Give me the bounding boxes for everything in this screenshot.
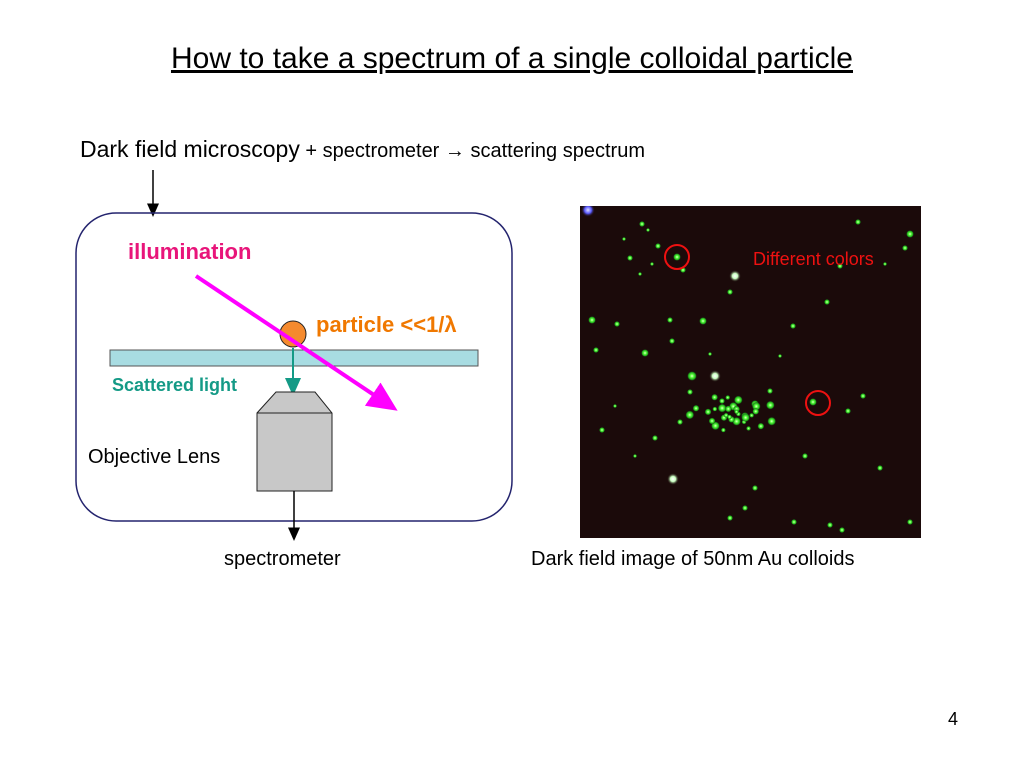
colloid-spot (708, 417, 716, 425)
colloid-spot (639, 221, 645, 227)
colloid-spot (742, 505, 748, 511)
image-caption: Dark field image of 50nm Au colloids (531, 548, 855, 570)
dark-field-image-canvas (581, 206, 914, 533)
colloid-spot (802, 453, 808, 459)
colloid-spot (778, 354, 782, 358)
colloid-spot (588, 316, 596, 324)
colloid-spot (727, 515, 733, 521)
colloid-spot (790, 323, 796, 329)
illumination-label: illumination (128, 239, 252, 264)
colloid-spot (725, 394, 731, 400)
scattered-light-label: Scattered light (112, 375, 238, 395)
colloid-spot (827, 522, 833, 528)
colloid-spot (711, 393, 719, 401)
colloid-spot (627, 255, 633, 261)
colloid-spot (581, 206, 595, 217)
colloid-spot (717, 403, 727, 413)
colloid-spot (655, 243, 661, 249)
colloid-spot (855, 219, 861, 225)
colloid-spot (650, 262, 654, 266)
highlight-circle (664, 244, 690, 270)
colloid-spot (692, 404, 700, 412)
colloid-spot (709, 370, 721, 382)
colloid-spot (633, 454, 637, 458)
slide-title: How to take a spectrum of a single collo… (170, 42, 853, 75)
page-number: 4 (948, 709, 959, 729)
colloid-spot (734, 409, 740, 415)
colloid-spot (741, 413, 751, 423)
colloid-spot (719, 398, 725, 404)
colloid-spot (809, 398, 817, 406)
colloid-spot (906, 230, 914, 238)
colloid-spot (652, 435, 658, 441)
colloid-spot (839, 527, 845, 533)
colloid-spot (845, 408, 851, 414)
colloid-spot (752, 407, 760, 415)
colloid-spot (727, 289, 733, 295)
headline-scattering: scattering spectrum (464, 140, 645, 162)
colloid-spot (791, 519, 797, 525)
colloid-spot (883, 262, 887, 266)
colloid-spot (677, 419, 683, 425)
colloid-spot (877, 465, 883, 471)
colloid-spot (757, 422, 765, 430)
spectrometer-label: spectrometer (224, 548, 341, 570)
particle-label: particle <<1/λ (316, 312, 457, 337)
colloid-spot (724, 405, 732, 413)
colloid-spot (902, 245, 908, 251)
headline: Dark field microscopy + spectrometer → s… (80, 136, 645, 163)
highlight-circle (805, 390, 831, 416)
colloid-spot (614, 321, 620, 327)
colloid-spot (767, 416, 777, 426)
colloid-spot (720, 427, 726, 433)
colloid-spot (860, 393, 866, 399)
colloid-spot (746, 425, 752, 431)
colloid-spot (824, 299, 830, 305)
colloid-spot (667, 473, 679, 485)
dark-field-image (580, 206, 921, 538)
colloid-spot (712, 406, 718, 412)
colloid-spot (613, 404, 617, 408)
objective-lens (256, 391, 333, 492)
colloid-spot (907, 519, 913, 525)
colloid-spot (673, 253, 681, 261)
colloid-spot (733, 395, 743, 405)
colloid-spot (727, 414, 733, 420)
headline-dark-field: Dark field microscopy (80, 136, 300, 162)
colloid-spot (667, 317, 673, 323)
colloid-spot (752, 485, 758, 491)
colloid-spot (767, 388, 773, 394)
colloid-spot (708, 352, 712, 356)
colloid-spot (699, 317, 707, 325)
colloid-spot (749, 412, 755, 418)
colloid-spot (729, 270, 741, 282)
colloid-spot (765, 400, 775, 410)
objective-lens-label: Objective Lens (88, 446, 221, 468)
colloid-spot (593, 347, 599, 353)
right-arrow-icon: → (444, 140, 465, 162)
colloid-spot (641, 349, 649, 357)
colloid-spot (837, 263, 843, 269)
colloid-spot (622, 237, 626, 241)
different-colors-label: Different colors (753, 249, 874, 269)
colloid-spot (669, 338, 675, 344)
colloid-spot (638, 272, 642, 276)
headline-spectrometer: + spectrometer (299, 140, 445, 162)
colloid-spot (704, 408, 712, 416)
colloid-spot (687, 371, 697, 381)
colloid-spot (646, 228, 650, 232)
illumination-beam (194, 274, 398, 411)
colloid-spot (599, 427, 605, 433)
colloid-spot (687, 389, 693, 395)
colloid-spot (685, 410, 695, 420)
